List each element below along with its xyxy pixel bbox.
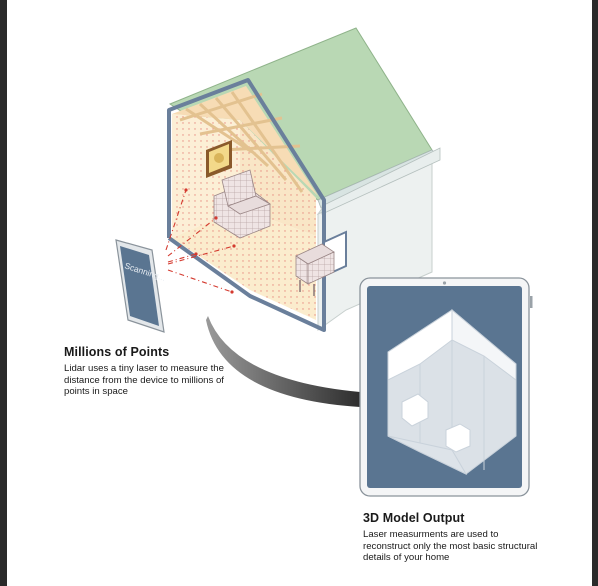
wall-painting bbox=[206, 140, 232, 178]
3d-house-model bbox=[387, 308, 517, 476]
laser-beams bbox=[165, 189, 235, 293]
ceiling-beams bbox=[179, 91, 304, 193]
laser-dots bbox=[184, 188, 236, 294]
caption-title-model: 3D Model Output bbox=[363, 511, 465, 525]
phone-screen bbox=[120, 246, 159, 326]
wall-cut-outline bbox=[167, 78, 326, 332]
left-frame-edge bbox=[0, 0, 7, 586]
side-table bbox=[295, 243, 335, 296]
house-cutaway bbox=[167, 27, 441, 332]
caption-body-model: Laser measurments are used to reconstruc… bbox=[363, 529, 538, 564]
armchair bbox=[213, 169, 271, 239]
right-frame-edge bbox=[592, 0, 598, 586]
caption-body-points: Lidar uses a tiny laser to measure the d… bbox=[64, 363, 224, 398]
transition-arc bbox=[206, 316, 360, 407]
3d-model-output-caption: 3D Model Output Laser measurments are us… bbox=[363, 511, 548, 564]
caption-title-points: Millions of Points bbox=[64, 345, 170, 359]
millions-of-points-caption: Millions of Points Lidar uses a tiny las… bbox=[64, 345, 249, 398]
scanning-phone: Scanning... bbox=[115, 239, 167, 333]
model-tablet bbox=[359, 277, 533, 497]
